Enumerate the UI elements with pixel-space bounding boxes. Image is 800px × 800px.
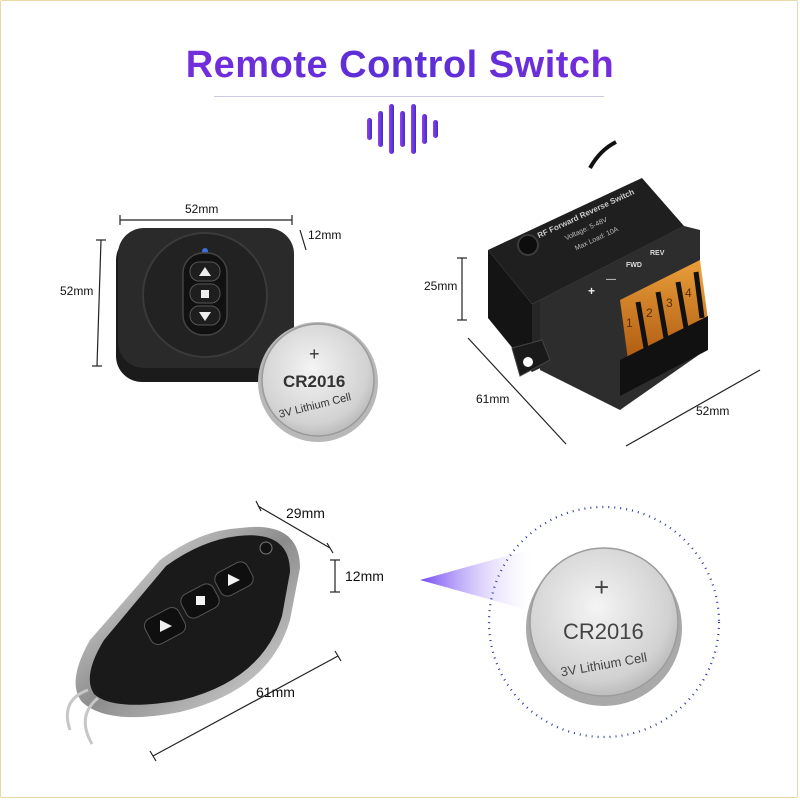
- sound-wave-icon: [367, 104, 438, 154]
- left-arrow-icon: [160, 620, 172, 632]
- keyfob-dimension-lines: [149, 500, 342, 762]
- receiver-height-label: 25mm: [424, 279, 458, 293]
- wall-remote-width-label: 52mm: [185, 202, 219, 216]
- battery-large: [526, 547, 682, 706]
- battery-small-polarity: +: [309, 344, 320, 364]
- receiver-terminal-4: 4: [685, 286, 692, 300]
- receiver-width-label: 52mm: [696, 404, 730, 418]
- receiver-terminal-plus: +: [588, 284, 596, 298]
- stop-square-icon: [201, 290, 209, 298]
- wall-remote-depth-label: 12mm: [308, 228, 342, 242]
- magnify-ring: [487, 505, 721, 739]
- receiver-terminal-minus: —: [606, 274, 616, 285]
- receiver-terminal-fwd: FWD: [626, 262, 642, 269]
- receiver-terminal-rev: REV: [650, 250, 665, 257]
- receiver-depth-label: 61mm: [476, 392, 510, 406]
- receiver-terminal-2: 2: [646, 306, 653, 320]
- keyfob-length-label: 61mm: [256, 684, 295, 700]
- receiver-dimension-lines: [457, 257, 761, 447]
- right-arrow-icon: [228, 574, 240, 586]
- battery-large-polarity: +: [594, 572, 610, 602]
- page-title: Remote Control Switch: [0, 44, 800, 87]
- wall-remote-dimension-lines: [92, 215, 307, 367]
- keyfob: [65, 526, 300, 745]
- receiver-terminal-3: 3: [666, 296, 673, 310]
- up-arrow-icon: [199, 267, 211, 276]
- title-divider: [214, 96, 604, 97]
- receiver: [488, 140, 708, 410]
- stop-square-icon: [196, 596, 205, 605]
- battery-large-model: CR2016: [563, 619, 644, 644]
- wall-remote: [116, 228, 294, 382]
- keyfob-depth-label: 12mm: [345, 568, 384, 584]
- receiver-terminal-1: 1: [626, 316, 633, 330]
- wall-remote-height-label: 52mm: [60, 284, 94, 298]
- down-arrow-icon: [199, 312, 211, 321]
- battery-small: [258, 322, 378, 442]
- keyfob-width-label: 29mm: [286, 505, 325, 521]
- magnify-beam: [420, 548, 535, 612]
- battery-small-model: CR2016: [283, 372, 346, 391]
